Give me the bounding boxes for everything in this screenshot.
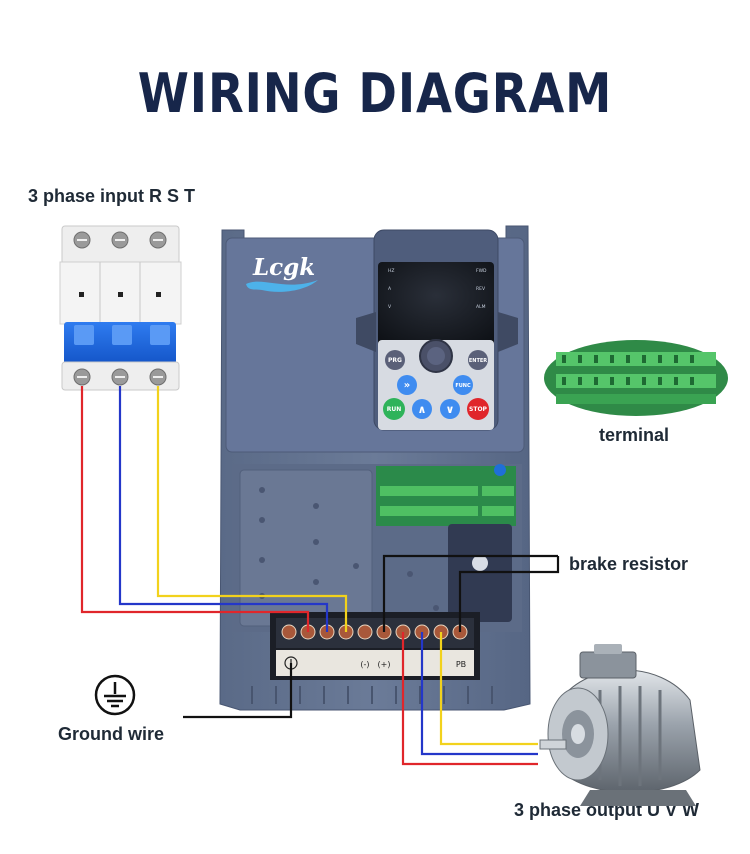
run-key[interactable]	[383, 398, 405, 420]
input-label: 3 phase input R S T	[28, 186, 196, 206]
ground-icon	[94, 674, 136, 716]
page-title: WIRING DIAGRAM	[137, 62, 613, 125]
terminal-label: terminal	[599, 425, 670, 445]
down-key[interactable]	[440, 399, 460, 419]
indicator-alm: ALM	[476, 304, 486, 310]
wire-input-r	[80, 386, 310, 632]
wire-ground	[183, 663, 293, 719]
indicator-a: A	[388, 286, 392, 292]
shift-key-label: »	[404, 380, 410, 391]
brand-logo: Lcgk	[252, 254, 315, 281]
indicator-rev: REV	[476, 286, 486, 292]
terminal-closeup	[544, 340, 728, 416]
indicator-fwd: FWD	[476, 268, 487, 274]
inverter-drive: Lcgk HZ A V FWD REV ALM PRG ENTER » FUNC	[219, 225, 531, 711]
wire-input-s	[118, 386, 329, 632]
down-key-label: ∨	[446, 403, 455, 416]
wire-brake-2	[458, 556, 560, 632]
up-key[interactable]	[412, 399, 432, 419]
run-key-label: RUN	[387, 406, 402, 413]
wires	[80, 386, 560, 766]
terminal-minus-label: (-)	[360, 660, 369, 669]
wire-output-w	[439, 632, 538, 746]
indicator-v: V	[388, 304, 392, 310]
shift-key[interactable]	[397, 375, 417, 395]
indicator-hz: HZ	[388, 268, 394, 274]
terminal-pb-label: PB	[456, 660, 466, 669]
brake-resistor-label: brake resistor	[569, 554, 689, 574]
prg-key-label: PRG	[388, 357, 402, 364]
enter-key[interactable]	[468, 350, 488, 370]
stop-key[interactable]	[467, 398, 489, 420]
prg-key[interactable]	[385, 350, 405, 370]
enter-key-label: ENTER	[469, 358, 487, 364]
wire-input-t	[156, 386, 348, 632]
wire-brake-1	[382, 554, 558, 632]
stop-key-label: STOP	[469, 406, 488, 413]
terminal-plus-label: (+)	[378, 660, 391, 669]
motor	[539, 644, 701, 806]
ground-wire-label: Ground wire	[58, 724, 165, 744]
up-key-label: ∧	[418, 403, 427, 416]
func-key[interactable]	[453, 375, 473, 395]
func-key-label: FUNC	[455, 383, 471, 389]
circuit-breaker	[59, 225, 182, 391]
wire-output-v	[420, 632, 538, 756]
wire-output-u	[401, 632, 538, 766]
